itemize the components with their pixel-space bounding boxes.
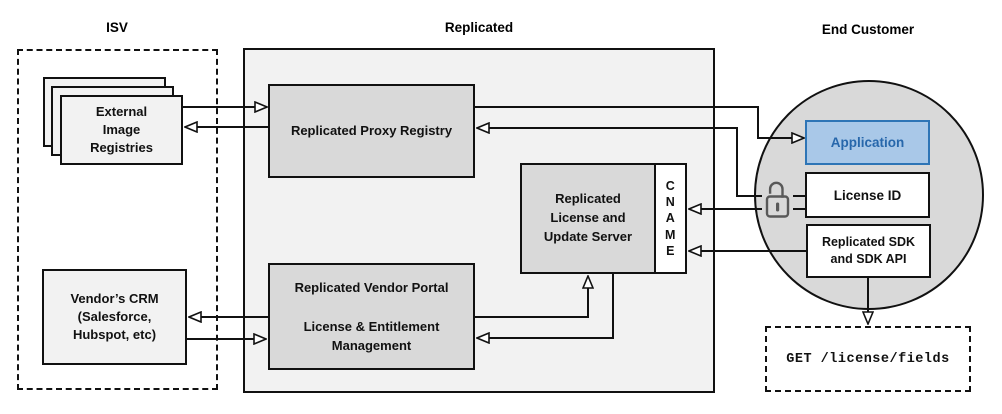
replicated-sdk-node: Replicated SDK and SDK API [806,224,931,278]
external-image-registries-node: External Image Registries [60,95,183,165]
vendor-portal-label: Replicated Vendor Portal License & Entit… [294,279,449,354]
end-customer-section-label: End Customer [821,22,915,37]
get-license-fields-node: GET /license/fields [765,326,971,392]
isv-section-label: ISV [106,20,128,35]
application-label: Application [830,135,905,150]
unlocked-padlock-icon [762,179,793,220]
isv-container [17,49,218,390]
replicated-sdk-label: Replicated SDK and SDK API [821,235,916,266]
license-id-label: License ID [833,187,902,203]
get-license-fields-label: GET /license/fields [786,351,950,367]
license-update-server-label: Replicated License and Update Server [543,191,633,244]
cname-node: C N A M E [654,163,687,274]
proxy-registry-node: Replicated Proxy Registry [268,84,475,178]
cname-label: C N A M E [665,178,676,258]
vendor-portal-node: Replicated Vendor Portal License & Entit… [268,263,475,370]
vendors-crm-label: Vendor’s CRM (Salesforce, Hubspot, etc) [70,290,159,343]
proxy-registry-label: Replicated Proxy Registry [290,122,453,138]
application-node: Application [805,120,930,165]
vendors-crm-node: Vendor’s CRM (Salesforce, Hubspot, etc) [42,269,187,365]
license-id-node: License ID [805,172,930,218]
external-image-registries-label: External Image Registries [90,103,153,156]
replicated-section-label: Replicated [444,20,514,35]
license-update-server-node: Replicated License and Update Server [520,163,656,274]
